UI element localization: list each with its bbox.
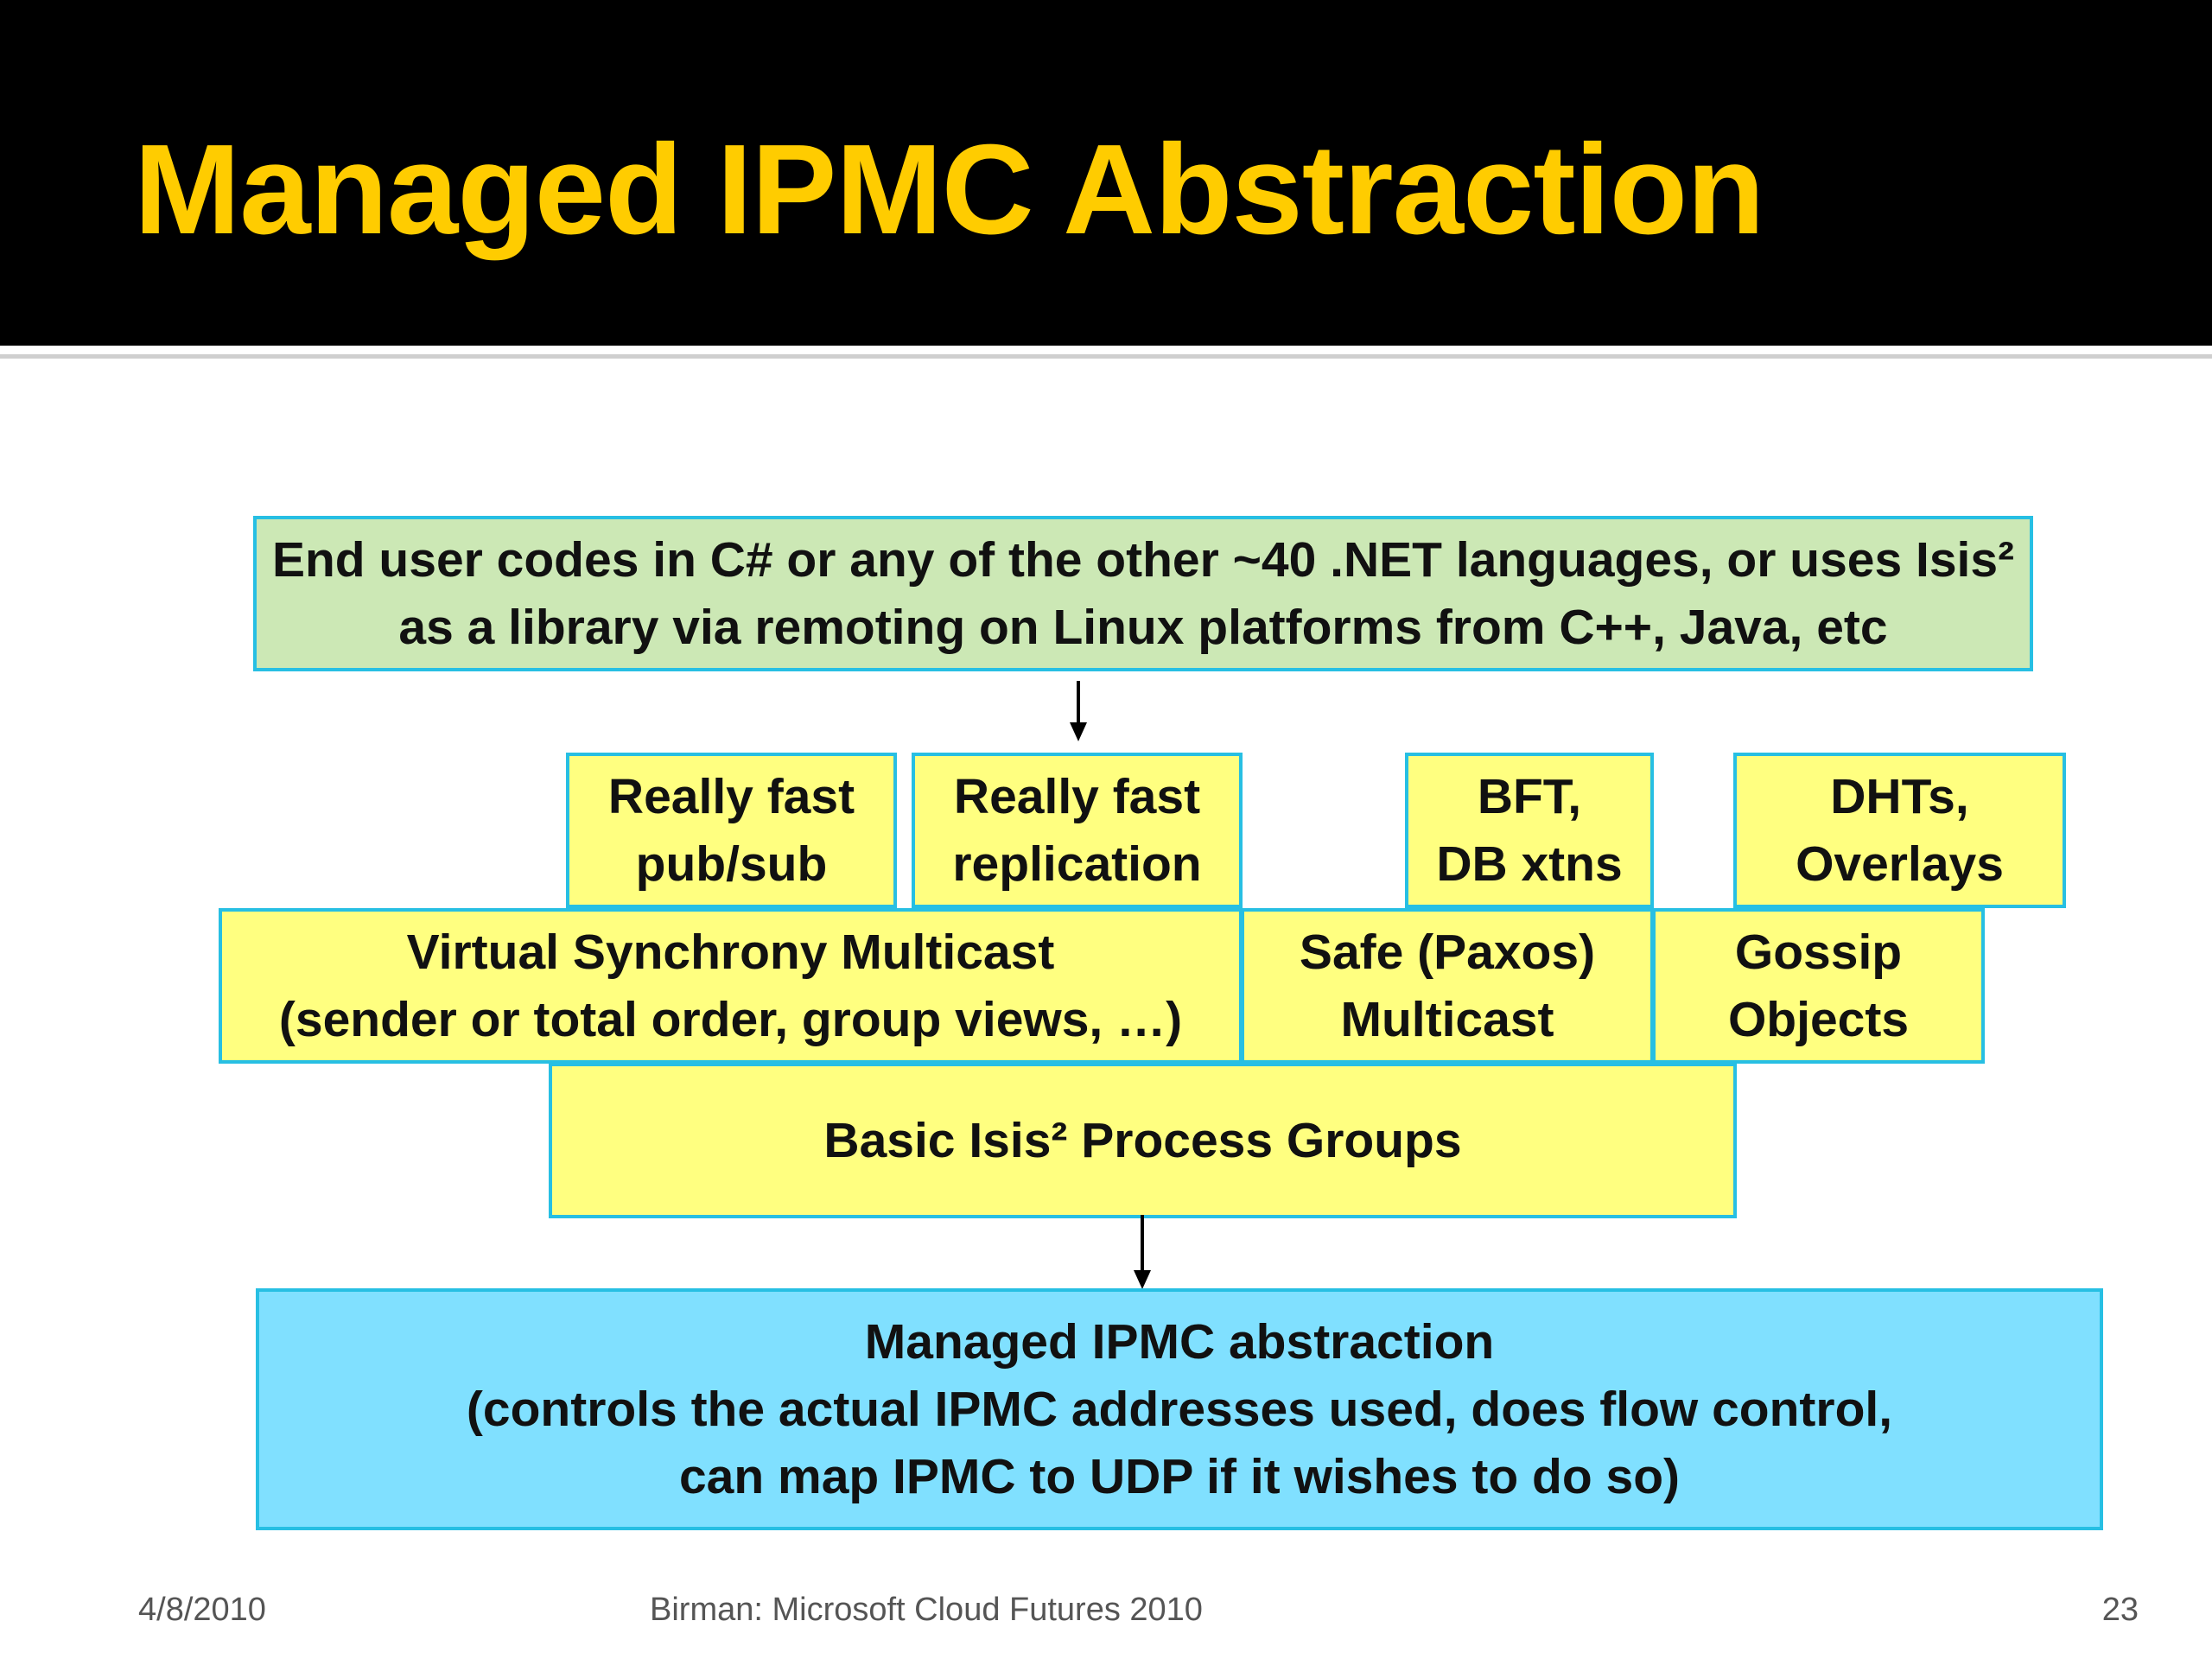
- managed-ipmc-box: Managed IPMC abstraction (controls the a…: [256, 1288, 2103, 1530]
- end-user-box: End user codes in C# or any of the other…: [253, 516, 2033, 671]
- footer-date: 4/8/2010: [138, 1592, 266, 1628]
- ipmc-line-3: can map IPMC to UDP if it wishes to do s…: [678, 1449, 1681, 1504]
- title-divider: [0, 354, 2212, 359]
- paxos-line-1: Safe (Paxos): [1299, 925, 1596, 980]
- slide-number: 23: [2101, 1592, 2139, 1628]
- dhts-line-2: Overlays: [1796, 836, 2004, 892]
- pubsub-line-1: Really fast: [607, 769, 855, 824]
- gossip-line-2: Objects: [1727, 992, 1910, 1047]
- gossip-box: Gossip Objects: [1652, 908, 1985, 1064]
- gossip-line-1: Gossip: [1734, 925, 1903, 980]
- end-user-line-1: End user codes in C# or any of the other…: [271, 532, 2015, 588]
- replication-line-1: Really fast: [953, 769, 1201, 824]
- vsync-line-2: (sender or total order, group views, …): [278, 992, 1183, 1047]
- bft-line-2: DB xtns: [1436, 836, 1623, 892]
- paxos-line-2: Multicast: [1340, 992, 1554, 1047]
- process-groups-label: Basic Isis² Process Groups: [823, 1113, 1462, 1168]
- replication-line-2: replication: [952, 836, 1202, 892]
- replication-box: Really fast replication: [912, 753, 1243, 908]
- dhts-box: DHTs, Overlays: [1733, 753, 2066, 908]
- slide-title: Managed IPMC Abstraction: [134, 118, 1764, 261]
- bft-box: BFT, DB xtns: [1405, 753, 1654, 908]
- vsync-line-1: Virtual Synchrony Multicast: [406, 925, 1055, 980]
- ipmc-line-1: Managed IPMC abstraction: [864, 1314, 1495, 1370]
- arrow-down-bottom: [1134, 1215, 1151, 1289]
- arrow-down-top: [1070, 681, 1087, 741]
- paxos-box: Safe (Paxos) Multicast: [1241, 908, 1654, 1064]
- pubsub-box: Really fast pub/sub: [566, 753, 897, 908]
- process-groups-box: Basic Isis² Process Groups: [549, 1063, 1737, 1218]
- dhts-line-1: DHTs,: [1830, 769, 1969, 824]
- end-user-line-2: as a library via remoting on Linux platf…: [398, 600, 1888, 655]
- title-bar: Managed IPMC Abstraction: [0, 0, 2212, 346]
- pubsub-line-2: pub/sub: [635, 836, 828, 892]
- ipmc-line-2: (controls the actual IPMC addresses used…: [466, 1382, 1893, 1437]
- bft-line-1: BFT,: [1477, 769, 1582, 824]
- footer-center-text: Birman: Microsoft Cloud Futures 2010: [650, 1592, 1203, 1628]
- virtual-synchrony-box: Virtual Synchrony Multicast (sender or t…: [219, 908, 1243, 1064]
